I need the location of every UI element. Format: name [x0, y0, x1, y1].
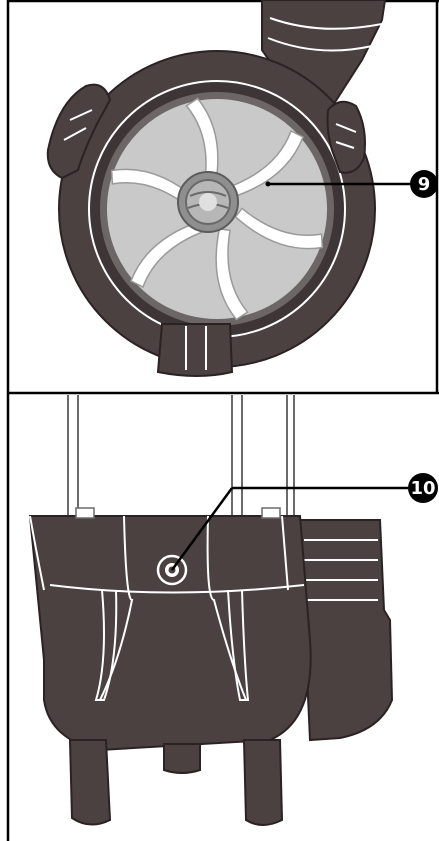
housing-foot [156, 323, 234, 377]
side-view-panel: 10 [28, 395, 438, 826]
callout-9: 9 [265, 170, 438, 198]
callout-9-number: 9 [418, 174, 431, 195]
pump-legs [68, 739, 284, 826]
housing-clamp-right [326, 100, 366, 174]
callout-10-number: 10 [410, 478, 435, 499]
impeller-vanes [110, 97, 324, 321]
discharge-outlet [298, 519, 394, 742]
housing-clamp-left [46, 83, 112, 180]
impeller-view-panel: 9 [46, 0, 438, 377]
callout-10: 10 [170, 473, 438, 571]
impeller-hub [177, 171, 239, 233]
motor-body [28, 507, 312, 752]
handle-rods [67, 395, 295, 516]
